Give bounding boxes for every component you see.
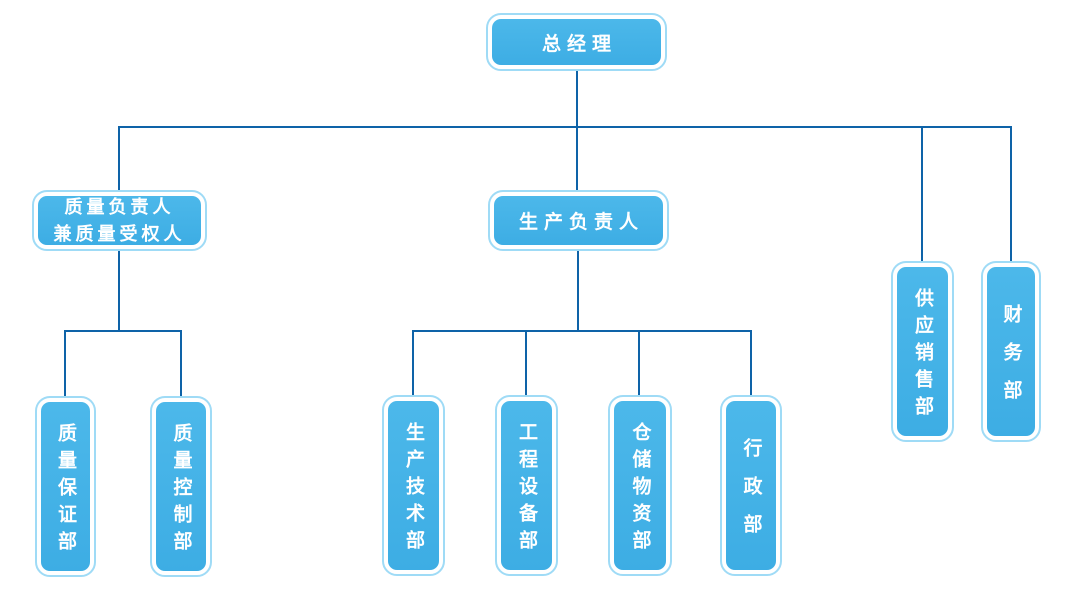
- connector-drop-administration: [750, 330, 752, 395]
- connector-quality-stem: [118, 251, 120, 331]
- connector-production-horizontal: [412, 330, 752, 332]
- org-node-finance-dept-body: 财务部: [987, 267, 1035, 436]
- org-node-administration-dept: 行政部: [720, 395, 782, 576]
- org-node-production-technology-dept: 生产技术部: [382, 395, 445, 576]
- connector-drop-warehouse-materials: [638, 330, 640, 395]
- connector-drop-quality-director: [118, 126, 120, 190]
- org-node-production-director-body: 生产负责人: [494, 196, 663, 245]
- connector-drop-quality-control: [180, 330, 182, 396]
- org-node-engineering-equipment-dept-label: 工程设备部: [516, 422, 537, 557]
- connector-drop-production-technology: [412, 330, 414, 395]
- org-node-general-manager: 总经理: [486, 13, 667, 71]
- org-node-engineering-equipment-dept: 工程设备部: [495, 395, 558, 576]
- org-node-quality-director-body: 质量负责人 兼质量受权人: [38, 196, 201, 245]
- org-node-production-director: 生产负责人: [488, 190, 669, 251]
- connector-level2-horizontal: [118, 126, 1012, 128]
- org-node-quality-control-dept-label: 质量控制部: [170, 423, 192, 558]
- org-node-supply-sales-dept: 供应销售部: [891, 261, 954, 442]
- connector-drop-engineering-equipment: [525, 330, 527, 395]
- org-node-administration-dept-label: 行政部: [740, 438, 762, 552]
- org-node-quality-control-dept: 质量控制部: [150, 396, 212, 577]
- org-node-supply-sales-dept-label: 供应销售部: [912, 288, 933, 423]
- org-node-finance-dept-label: 财务部: [1000, 304, 1022, 418]
- org-node-warehouse-materials-dept: 仓储物资部: [608, 395, 672, 576]
- connector-production-stem: [577, 251, 579, 331]
- org-node-finance-dept: 财务部: [981, 261, 1041, 442]
- org-node-warehouse-materials-dept-body: 仓储物资部: [614, 401, 666, 570]
- connector-drop-quality-assurance: [64, 330, 66, 396]
- org-node-quality-director: 质量负责人 兼质量受权人: [32, 190, 207, 251]
- org-node-quality-director-label: 质量负责人 兼质量受权人: [53, 196, 186, 244]
- org-node-administration-dept-body: 行政部: [726, 401, 776, 570]
- connector-drop-finance: [1010, 126, 1012, 261]
- org-node-general-manager-label: 总经理: [541, 33, 617, 55]
- org-node-production-technology-dept-body: 生产技术部: [388, 401, 439, 570]
- connector-gm-stem: [576, 71, 578, 191]
- org-node-warehouse-materials-dept-label: 仓储物资部: [629, 422, 651, 557]
- org-node-supply-sales-dept-body: 供应销售部: [897, 267, 948, 436]
- org-node-quality-assurance-dept: 质量保证部: [35, 396, 96, 577]
- connector-drop-supply-sales: [921, 126, 923, 261]
- org-node-engineering-equipment-dept-body: 工程设备部: [501, 401, 552, 570]
- org-node-production-technology-dept-label: 生产技术部: [403, 422, 424, 557]
- connector-quality-horizontal: [64, 330, 182, 332]
- org-node-production-director-label: 生产负责人: [518, 212, 644, 233]
- org-node-quality-assurance-dept-body: 质量保证部: [41, 402, 90, 571]
- org-node-quality-assurance-dept-label: 质量保证部: [55, 423, 76, 558]
- org-node-quality-control-dept-body: 质量控制部: [156, 402, 206, 571]
- org-node-general-manager-body: 总经理: [492, 19, 661, 65]
